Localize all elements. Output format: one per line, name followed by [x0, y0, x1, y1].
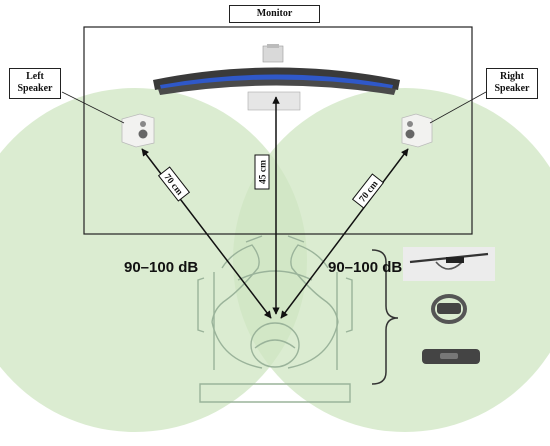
left-speaker-pointer: [61, 91, 125, 124]
left-speaker-label-line2: Speaker: [17, 83, 53, 94]
monitor-label: Monitor: [229, 5, 320, 23]
left-speaker-label: Left Speaker: [9, 68, 61, 99]
wristband-icon: [431, 294, 467, 324]
chest-sensor-icon: [422, 349, 480, 364]
eye-tracker-glasses-icon: [403, 247, 495, 281]
center-distance-label: 45 cm: [254, 154, 270, 190]
left-speaker-label-line1: Left: [26, 71, 44, 82]
right-speaker-pointer: [429, 91, 487, 124]
right-distance-arrow: [280, 148, 409, 319]
right-speaker-label: Right Speaker: [486, 68, 538, 99]
right-speaker-label-line1: Right: [500, 71, 524, 82]
monitor-icon: [153, 44, 400, 111]
right-speaker-icon: [401, 113, 433, 148]
right-speaker-label-line2: Speaker: [494, 83, 530, 94]
left-sound-level: 90–100 dB: [124, 259, 199, 276]
right-sound-level: 90–100 dB: [328, 259, 403, 276]
center-distance-text: 45 cm: [259, 160, 269, 184]
left-speaker-icon: [121, 113, 155, 148]
